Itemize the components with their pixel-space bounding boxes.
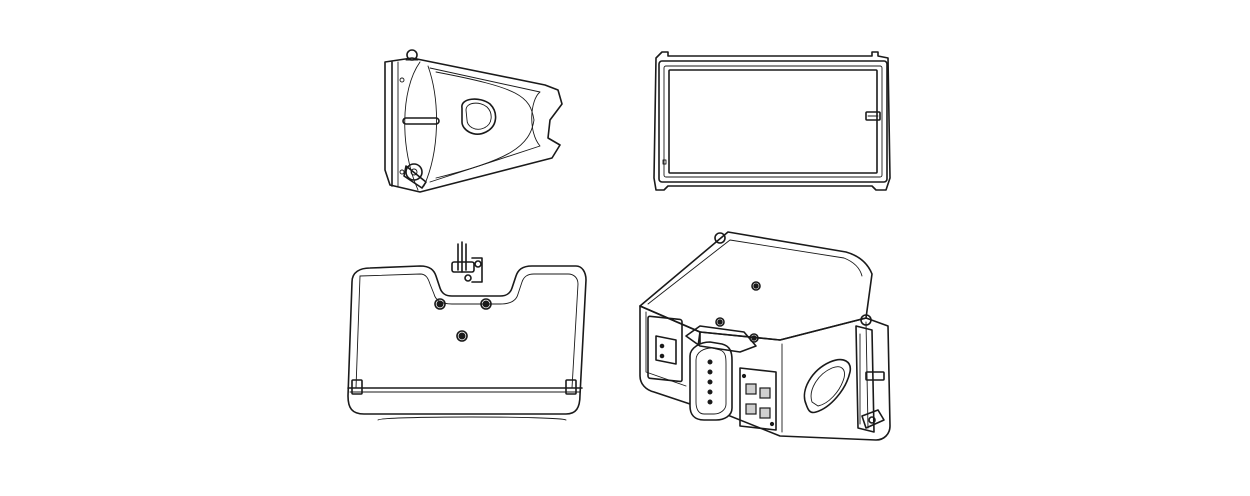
speaker-top-view-icon bbox=[347, 241, 587, 421]
speaker-side-view-icon bbox=[384, 49, 563, 193]
speaker-front-view-icon bbox=[653, 51, 891, 191]
speaker-isometric-view-icon bbox=[639, 231, 891, 441]
